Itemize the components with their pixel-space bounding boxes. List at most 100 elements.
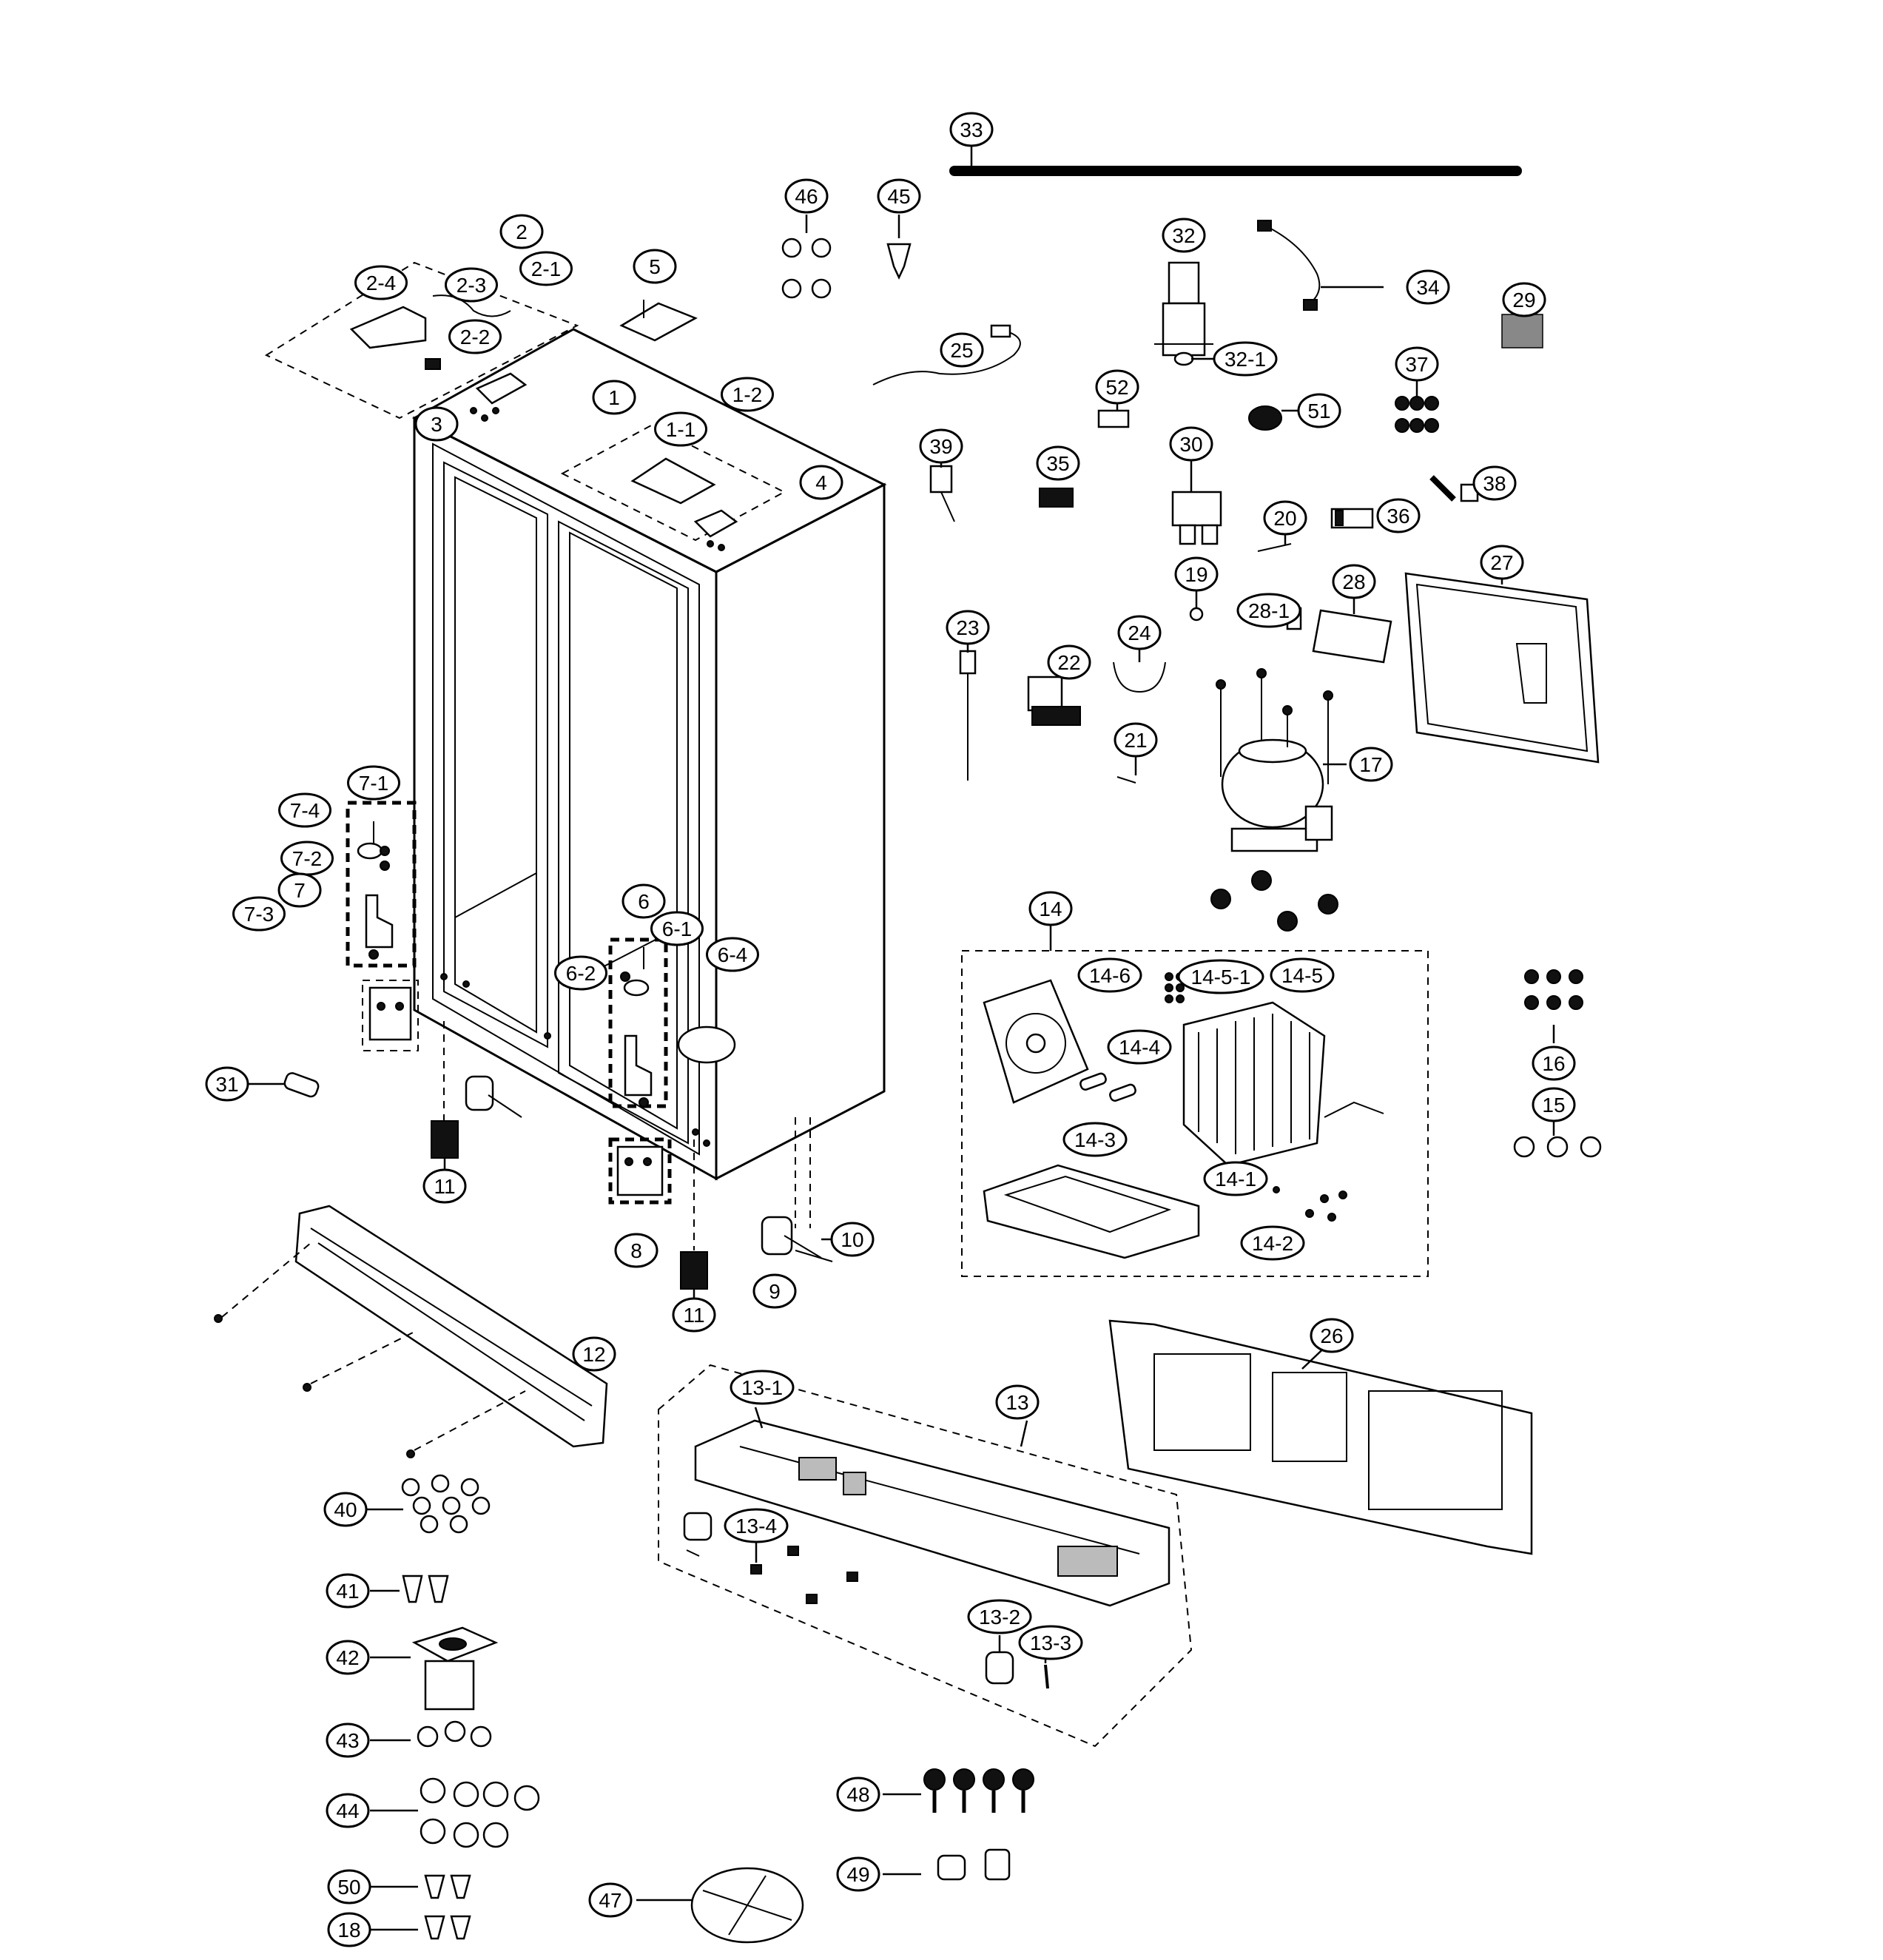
callout-number: 18 bbox=[337, 1919, 360, 1942]
part-23-tube bbox=[959, 642, 977, 781]
callout-14-1: 14-1 bbox=[1203, 1161, 1268, 1196]
callout-50: 50 bbox=[327, 1869, 371, 1905]
part-10 bbox=[795, 1238, 836, 1262]
callout-number: 51 bbox=[1307, 400, 1330, 422]
callout-number: 29 bbox=[1512, 289, 1535, 311]
cabinet-body bbox=[411, 328, 887, 1181]
callout-number: 11 bbox=[434, 1175, 455, 1198]
callout-bubble bbox=[592, 380, 636, 415]
callout-bubble bbox=[1310, 1318, 1354, 1353]
callout-bubble bbox=[1240, 1225, 1305, 1261]
callout-bubble bbox=[836, 1777, 880, 1812]
callout-bubble bbox=[327, 1869, 371, 1905]
callout-20: 20 bbox=[1263, 500, 1307, 536]
roller-left bbox=[465, 1075, 522, 1118]
callout-bubble bbox=[877, 178, 921, 214]
callout-bubble bbox=[1532, 1087, 1576, 1122]
part-5-plate bbox=[619, 300, 698, 342]
callout-bubble bbox=[1174, 556, 1219, 592]
callout-bubble bbox=[326, 1640, 370, 1675]
callout-bubble bbox=[1263, 500, 1307, 536]
callout-5: 5 bbox=[633, 249, 677, 284]
callout-bubble bbox=[752, 1273, 797, 1309]
callout-37: 37 bbox=[1395, 346, 1439, 382]
callout-bubble bbox=[1213, 341, 1278, 377]
leveling-foot-11a bbox=[431, 1120, 459, 1169]
callout-13: 13 bbox=[995, 1384, 1040, 1420]
callout-number: 20 bbox=[1273, 507, 1296, 530]
callout-26: 26 bbox=[1310, 1318, 1354, 1353]
callout-number: 14-2 bbox=[1252, 1232, 1293, 1255]
group-13-base bbox=[658, 1364, 1193, 1748]
callout-7-3: 7-3 bbox=[232, 896, 286, 932]
screws-46 bbox=[781, 215, 832, 299]
callout-11b: 11 bbox=[672, 1297, 716, 1333]
callout-number: 1-1 bbox=[666, 418, 695, 441]
callout-number: 3 bbox=[431, 413, 442, 436]
callout-bubble bbox=[654, 411, 707, 447]
callout-25: 25 bbox=[940, 332, 984, 368]
callout-number: 30 bbox=[1179, 433, 1202, 456]
callout-bubble bbox=[1395, 346, 1439, 382]
part-52 bbox=[1097, 403, 1130, 428]
callout-14: 14 bbox=[1028, 891, 1073, 926]
callout-6-4: 6-4 bbox=[706, 937, 759, 972]
callout-10: 10 bbox=[830, 1222, 875, 1257]
callout-bubble bbox=[1062, 1122, 1128, 1157]
callout-bubble bbox=[622, 883, 666, 919]
callout-8: 8 bbox=[614, 1233, 658, 1268]
callout-31: 31 bbox=[205, 1066, 249, 1102]
callout-18: 18 bbox=[327, 1912, 371, 1947]
part-49 bbox=[883, 1848, 1011, 1881]
callout-7-2: 7-2 bbox=[280, 841, 334, 876]
callout-51: 51 bbox=[1297, 393, 1341, 428]
callout-28: 28 bbox=[1332, 564, 1376, 599]
callout-39: 39 bbox=[919, 428, 963, 464]
callout-24: 24 bbox=[1117, 615, 1162, 650]
callout-7-4: 7-4 bbox=[278, 792, 331, 828]
part-38 bbox=[1429, 475, 1479, 502]
callout-number: 8 bbox=[630, 1239, 642, 1262]
screws-40 bbox=[366, 1474, 491, 1534]
hinge-group-2 bbox=[264, 261, 579, 422]
callout-29: 29 bbox=[1502, 282, 1546, 317]
callout-number: 7-2 bbox=[292, 847, 322, 870]
callout-bubble bbox=[730, 1370, 795, 1405]
part-36 bbox=[1330, 508, 1374, 529]
callout-number: 44 bbox=[336, 1799, 359, 1822]
callout-2-2: 2-2 bbox=[448, 319, 502, 354]
roller-9 bbox=[761, 1216, 822, 1259]
callout-number: 13 bbox=[1005, 1391, 1028, 1414]
callout-bubble bbox=[1169, 426, 1213, 462]
callout-bubble bbox=[1117, 615, 1162, 650]
callout-number: 12 bbox=[582, 1343, 605, 1366]
callout-number: 7 bbox=[294, 879, 306, 902]
callout-bubble bbox=[277, 872, 322, 908]
callout-bubble bbox=[1018, 1625, 1083, 1660]
hinge-4 bbox=[693, 509, 738, 551]
callout-number: 11 bbox=[683, 1304, 704, 1327]
callout-number: 6-4 bbox=[718, 943, 747, 966]
callout-43: 43 bbox=[326, 1722, 370, 1758]
callout-number: 13-1 bbox=[741, 1376, 783, 1399]
callout-number: 15 bbox=[1542, 1094, 1565, 1117]
callout-1-1: 1-1 bbox=[654, 411, 707, 447]
callout-number: 13-2 bbox=[979, 1606, 1020, 1629]
callout-number: 6 bbox=[638, 890, 650, 913]
part-33-rod bbox=[949, 145, 1522, 176]
callout-number: 28 bbox=[1342, 570, 1365, 593]
callout-28-1: 28-1 bbox=[1236, 593, 1301, 628]
part-12-grille bbox=[214, 1205, 608, 1458]
callout-bubble bbox=[347, 765, 400, 801]
callout-bubble bbox=[1095, 369, 1139, 405]
callout-bubble bbox=[830, 1222, 875, 1257]
part-27-cover bbox=[1404, 564, 1600, 764]
callout-number: 52 bbox=[1105, 376, 1128, 399]
callout-bubble bbox=[519, 251, 573, 286]
callout-bubble bbox=[354, 265, 408, 300]
callout-bubble bbox=[633, 249, 677, 284]
callout-52: 52 bbox=[1095, 369, 1139, 405]
callout-number: 14-6 bbox=[1089, 964, 1131, 987]
callout-33: 33 bbox=[949, 112, 994, 147]
